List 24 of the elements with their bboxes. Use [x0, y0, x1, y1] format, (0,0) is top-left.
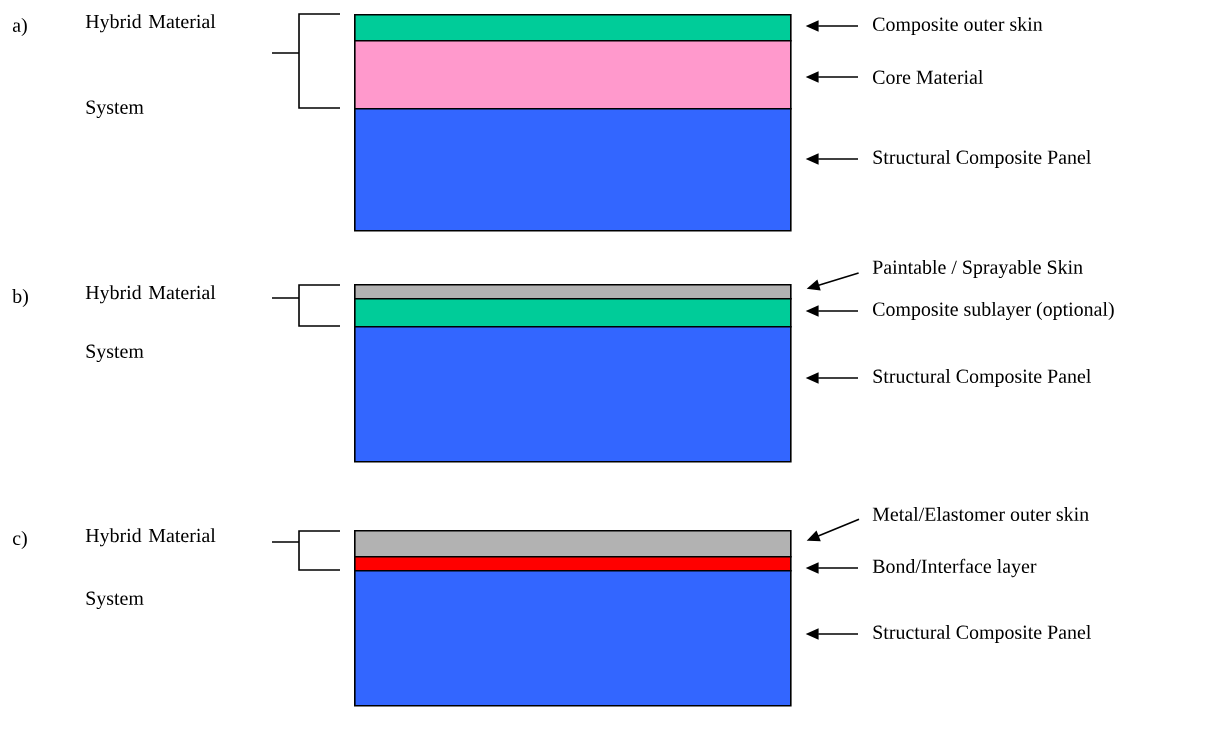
layer-box	[354, 556, 792, 572]
callout-label: Core Material	[873, 70, 984, 84]
layer-box	[354, 326, 792, 463]
callout-label: Bond/Interface layer	[872, 558, 1037, 578]
callout-label: Structural Composite Panel	[873, 624, 1091, 643]
group-label: Hybrid Material System	[85, 285, 216, 363]
layer-box	[354, 298, 792, 328]
layer-box	[354, 570, 792, 707]
callout-label: Metal/Elastomer outer skin	[872, 507, 1089, 521]
layer-box	[354, 108, 792, 232]
panel-letter: c)	[12, 530, 27, 549]
layer-box	[354, 530, 792, 558]
callout-label: Composite sublayer (optional)	[873, 301, 1114, 321]
group-label: Hybrid Material System	[85, 14, 216, 118]
callout-label: Paintable / Sprayable Skin	[872, 259, 1083, 279]
callout-label: Structural Composite Panel	[873, 368, 1091, 387]
callout-label: Composite outer skin	[873, 16, 1043, 35]
layer-box	[354, 284, 792, 300]
layer-box	[354, 14, 792, 42]
callout-label: Structural Composite Panel	[873, 149, 1091, 168]
panel-letter: b)	[12, 288, 28, 307]
layer-box	[354, 40, 792, 110]
panel-letter: a)	[12, 17, 27, 36]
group-label: Hybrid Material System	[85, 528, 216, 610]
